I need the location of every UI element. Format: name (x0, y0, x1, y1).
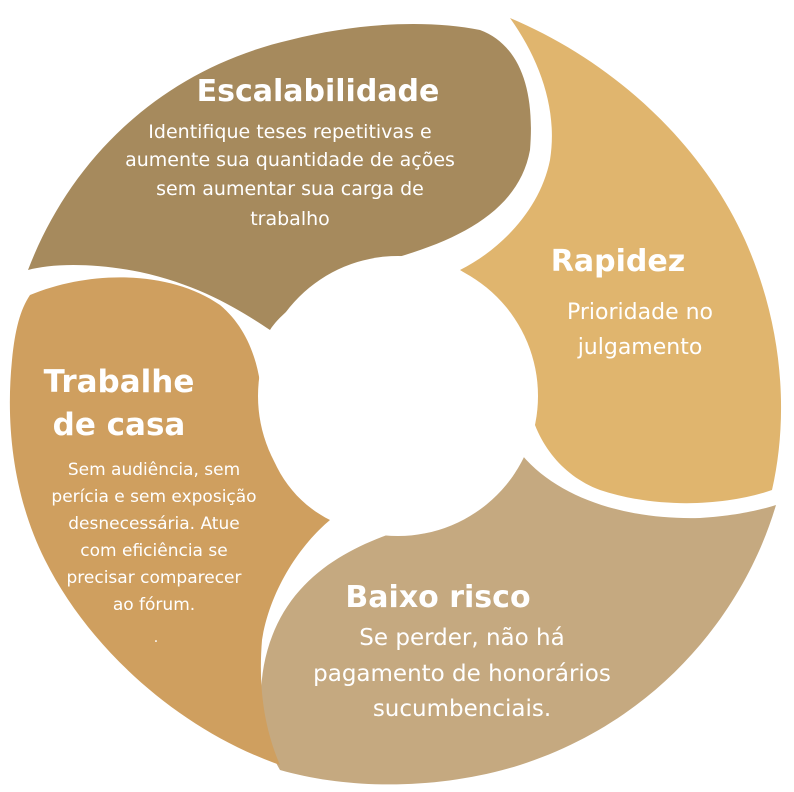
segment-escalabilidade (28, 24, 531, 331)
segment-baixo-risco (261, 455, 776, 785)
segment-trabalhe-de-casa (9, 277, 331, 765)
baixo-risco-line-1: Se perder, não há (359, 625, 564, 651)
rapidez-title: Rapidez (551, 244, 685, 279)
center-circle (258, 256, 538, 536)
trabalhe-line-4: com eficiência se (80, 541, 227, 561)
escalabilidade-title: Escalabilidade (197, 74, 440, 109)
trabalhe-title-line-1: Trabalhe (44, 364, 195, 400)
trabalhe-title-line-2: de casa (53, 407, 186, 443)
trabalhe-line-1: Sem audiência, sem (68, 460, 240, 480)
escalabilidade-line-4: trabalho (250, 208, 330, 230)
trabalhe-line-6: ao fórum. (113, 595, 195, 615)
escalabilidade-line-3: sem aumentar sua carga de (156, 178, 424, 200)
segment-rapidez (460, 18, 782, 504)
trabalhe-line-2: perícia e sem exposição (51, 487, 256, 507)
trabalhe-line-3: desnecessária. Atue (68, 514, 239, 534)
baixo-risco-line-3: sucumbenciais. (373, 696, 551, 722)
rapidez-line-1: Prioridade no (567, 300, 713, 325)
escalabilidade-line-1: Identifique teses repetitivas e (148, 121, 431, 143)
rapidez-line-2: julgamento (577, 335, 703, 360)
escalabilidade-line-2: aumente sua quantidade de ações (125, 149, 455, 171)
trabalhe-line-5: precisar comparecer (67, 568, 242, 588)
baixo-risco-line-2: pagamento de honorários (313, 661, 611, 687)
baixo-risco-title: Baixo risco (345, 580, 530, 615)
trabalhe-line-7: . (154, 630, 158, 646)
